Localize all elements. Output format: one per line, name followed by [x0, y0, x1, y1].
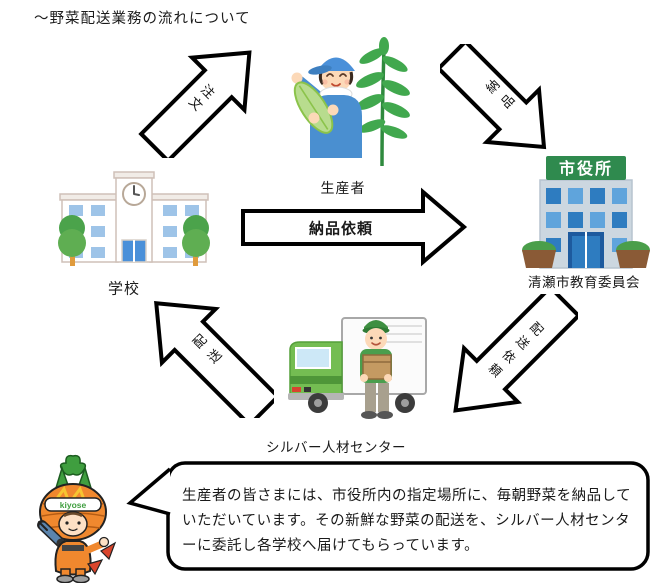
- city-hall-illustration: 市役所: [522, 156, 650, 269]
- dispatch-arrow-icon: [154, 301, 274, 418]
- speech-bubble-line-1: 生産者の皆さまには、市役所内の指定場所に、毎朝野菜を納品して: [182, 488, 632, 504]
- carrot-mascot-illustration: kiyose: [37, 454, 117, 583]
- speech-bubble-line-2: いただいています。その新鮮な野菜の配送を、シルバー人材センタ: [182, 513, 631, 529]
- page-title: ～野菜配送業務の流れについて: [34, 11, 251, 27]
- delivery-truck-illustration: [288, 317, 427, 419]
- delivery-request-arrow-icon: [241, 187, 468, 267]
- farmer-illustration: [291, 37, 410, 167]
- speech-bubble-line-3: ーに委託し各学校へ届けてもらっています。: [182, 538, 480, 554]
- board-of-education-label: 清瀬市教育委員会: [528, 275, 640, 290]
- producer-label: 生産者: [320, 180, 366, 196]
- dispatch-request-arrow-icon: [453, 294, 578, 413]
- school-illustration: [58, 171, 210, 266]
- speech-bubble: [126, 461, 650, 571]
- mascot-band-text: kiyose: [60, 500, 87, 510]
- order-arrow-icon: [138, 50, 252, 158]
- school-label: 学校: [107, 280, 141, 298]
- city-hall-sign: 市役所: [559, 159, 613, 178]
- delivery-request-arrow-label: 納品依頼: [308, 220, 374, 238]
- silver-center-label: シルバー人材センター: [266, 440, 406, 455]
- deliver-arrow-icon: [440, 44, 547, 150]
